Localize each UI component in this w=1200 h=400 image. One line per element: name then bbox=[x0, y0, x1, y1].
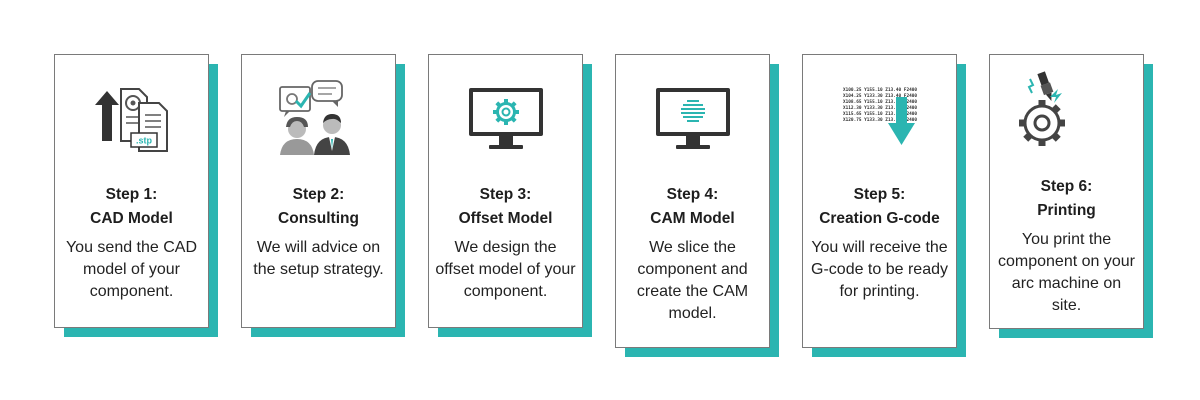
step-number: Step 2: bbox=[292, 186, 345, 203]
step-number: Step 4: bbox=[666, 186, 719, 203]
step-description: We design the offset model of your compo… bbox=[435, 239, 576, 300]
card-face: Step 4: CAM Model We slice the component… bbox=[615, 54, 770, 348]
gcode-line: X100.25 Y155.10 Z13.40 F2400 bbox=[843, 87, 917, 93]
step-name: Creation G-code bbox=[819, 210, 940, 227]
step-number: Step 6: bbox=[1040, 178, 1093, 195]
step-title: Step 5: Creation G-code bbox=[803, 183, 956, 231]
step-title: Step 1: CAD Model bbox=[55, 183, 208, 231]
gcode-line: X112.30 Y133.30 Z13.40 F2400 bbox=[843, 105, 917, 111]
card-face: Step 2: Consulting We will advice on the… bbox=[241, 54, 396, 328]
step-description: We slice the component and create the CA… bbox=[636, 239, 749, 322]
step-title: Step 2: Consulting bbox=[242, 183, 395, 231]
step-description: We will advice on the setup strategy. bbox=[253, 239, 384, 278]
step-title: Step 3: Offset Model bbox=[429, 183, 582, 231]
consulting-people-icon bbox=[242, 79, 395, 155]
step-description: You print the component on your arc mach… bbox=[998, 231, 1135, 314]
step-name: CAD Model bbox=[90, 210, 173, 227]
step-name: Printing bbox=[1037, 202, 1096, 219]
step-number: Step 3: bbox=[479, 186, 532, 203]
step-title: Step 4: CAM Model bbox=[616, 183, 769, 231]
card-face: Step 3: Offset Model We design the offse… bbox=[428, 54, 583, 328]
download-arrow-icon bbox=[888, 97, 915, 145]
gcode-line: X115.65 Y155.10 Z13.40 F2400 bbox=[843, 111, 917, 117]
gcode-line: X108.65 Y155.10 Z13.40 F2400 bbox=[843, 99, 917, 105]
card-face: X100.25 Y155.10 Z13.40 F2400 X104.25 Y13… bbox=[802, 54, 957, 348]
gcode-download-icon: X100.25 Y155.10 Z13.40 F2400 X104.25 Y13… bbox=[803, 83, 956, 149]
card-face: .stp Step 1: CAD Model You send the CAD … bbox=[54, 54, 209, 328]
file-extension-label: .stp bbox=[136, 136, 153, 146]
monitor-sliced-sphere-icon bbox=[616, 85, 769, 153]
step-description: You send the CAD model of your component… bbox=[65, 239, 198, 300]
step-name: Consulting bbox=[278, 210, 359, 227]
step-name: CAM Model bbox=[650, 210, 735, 227]
gcode-line: X120.75 Y133.30 Z13.40 F2400 bbox=[843, 117, 917, 123]
cad-file-upload-icon: .stp bbox=[55, 83, 208, 153]
step-number: Step 5: bbox=[853, 186, 906, 203]
step-number: Step 1: bbox=[105, 186, 158, 203]
step-description: You will receive the G-code to be ready … bbox=[811, 239, 948, 300]
monitor-gear-icon bbox=[429, 85, 582, 153]
gcode-text-block: X100.25 Y155.10 Z13.40 F2400 X104.25 Y13… bbox=[843, 87, 917, 123]
step-title: Step 6: Printing bbox=[990, 175, 1143, 223]
arc-printing-gear-icon bbox=[990, 71, 1143, 147]
card-face: Step 6: Printing You print the component… bbox=[989, 54, 1144, 329]
gcode-line: X104.25 Y133.30 Z13.40 F2400 bbox=[843, 93, 917, 99]
step-name: Offset Model bbox=[458, 210, 553, 227]
